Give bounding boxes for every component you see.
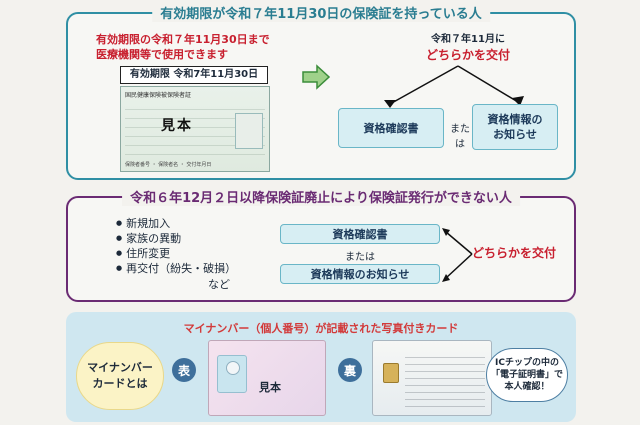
card-back-image [372, 340, 492, 416]
card-sample: 見本 [161, 118, 193, 134]
panel1-title: 有効期限が令和７年11月30日の保険証を持っている人 [152, 3, 490, 22]
card-lines [405, 351, 485, 407]
merge-arrows-icon [442, 228, 473, 282]
card-sample: 見本 [259, 381, 281, 394]
list-item: 住所変更 [116, 246, 236, 261]
case-list: 新規加入 家族の異動 住所変更 再交付（紛失・破損） [116, 216, 236, 276]
usable-until-note: 有効期限の令和７年11月30日まで 医療機関等で使用できます [96, 33, 270, 61]
no-card-panel: 令和６年12月２日以降保険証廃止により保険証発行ができない人 新規加入 家族の異… [66, 187, 576, 302]
ic-chip-icon [383, 363, 399, 383]
list-item: 新規加入 [116, 216, 236, 231]
what-is-card-bubble: マイナンバー カードとは [76, 342, 164, 410]
issue-either: どちらかを交付 [425, 48, 510, 62]
expiry-label: 有効期限 令和7年11月30日 [120, 66, 268, 84]
or-text: または [450, 124, 470, 150]
eligibility-info-notice-box: 資格情報の お知らせ [472, 104, 558, 150]
issue-either: どちらかを交付 [472, 246, 557, 260]
eligibility-info-notice-box: 資格情報のお知らせ [280, 264, 440, 284]
ic-chip-note: ICチップの中の 「電子証明書」で 本人確認！ [486, 348, 568, 402]
list-item: 再交付（紛失・破損） [116, 261, 236, 276]
eligibility-certificate-box: 資格確認書 [280, 224, 440, 244]
card-front-image: 見本 [208, 340, 326, 416]
panel3-title: マイナンバー（個人番号）が記載された写真付きカード [183, 322, 459, 335]
card-seal [235, 113, 263, 149]
split-arrows-icon [384, 65, 524, 108]
issue-month: 令和７年11月に [431, 34, 505, 45]
or-text: または [345, 252, 375, 263]
panel2-title: 令和６年12月２日以降保険証廃止により保険証発行ができない人 [122, 187, 520, 206]
photo-placeholder [217, 355, 247, 393]
etc-text: など [208, 278, 230, 291]
back-label: 裏 [338, 358, 362, 382]
eligibility-certificate-box: 資格確認書 [338, 108, 444, 148]
expiry-card-panel: 有効期限が令和７年11月30日の保険証を持っている人 有効期限の令和７年11月3… [66, 3, 576, 180]
card-header: 国民健康保険被保険者証 [125, 92, 192, 99]
my-number-card-panel: マイナンバー（個人番号）が記載された写真付きカード マイナンバー カードとは 表… [66, 312, 576, 422]
list-item: 家族の異動 [116, 231, 236, 246]
insurance-card-image: 国民健康保険被保険者証 見本 保険者番号 ・ 保険者名 ・ 交付年月日 [120, 86, 270, 172]
arrow-right-icon [302, 64, 330, 90]
front-label: 表 [172, 358, 196, 382]
card-footer: 保険者番号 ・ 保険者名 ・ 交付年月日 [125, 162, 212, 168]
